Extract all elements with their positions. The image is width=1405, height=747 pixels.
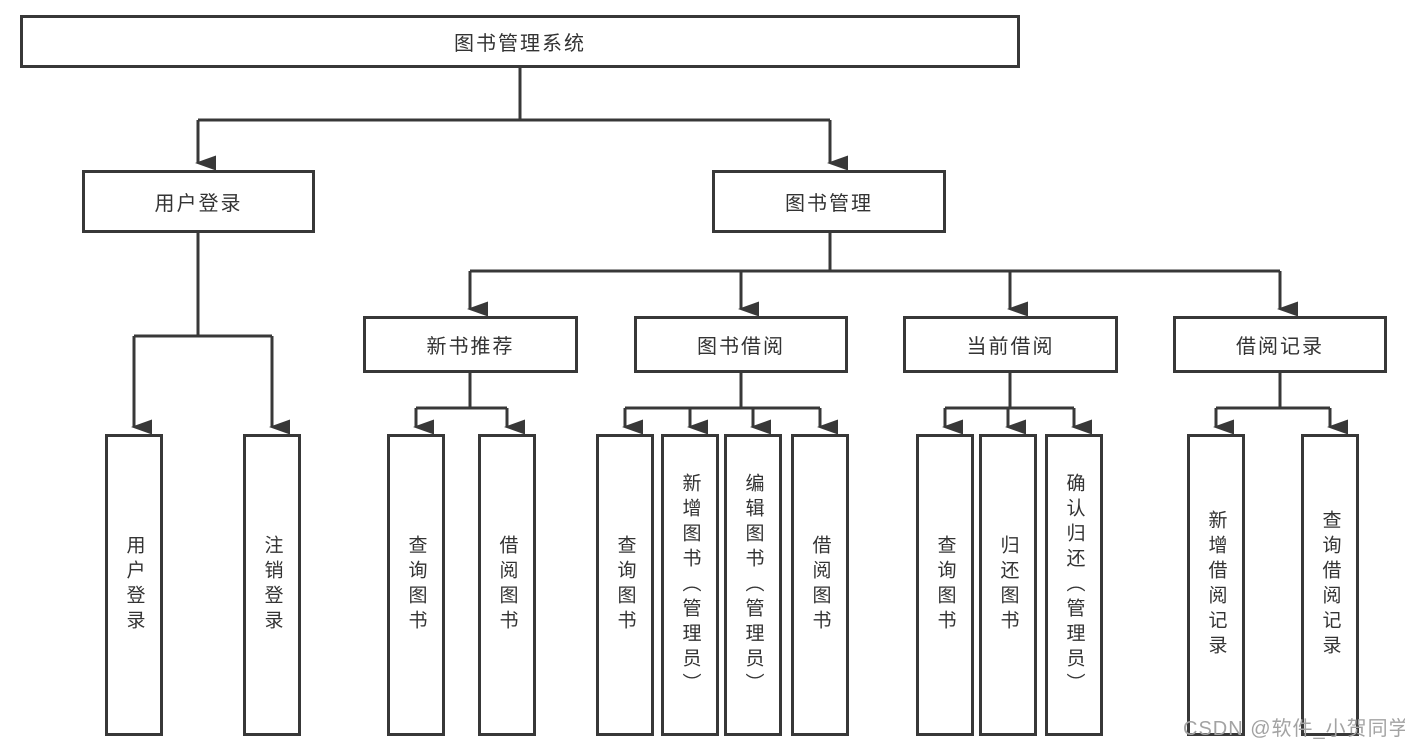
leaf-return-book-label: 归还图书 xyxy=(997,535,1019,635)
leaf-logout: 注销登录 xyxy=(243,434,301,736)
leaf-query-borrow-record: 查询借阅记录 xyxy=(1301,434,1359,736)
leaf-logout-label: 注销登录 xyxy=(261,535,283,635)
leaf-newrec-query-book: 查询图书 xyxy=(387,434,445,736)
leaf-current-query-book: 查询图书 xyxy=(916,434,974,736)
leaf-borrow-borrow-book-label: 借阅图书 xyxy=(809,535,831,635)
leaf-add-borrow-record-label: 新增借阅记录 xyxy=(1205,510,1227,660)
node-book-borrow: 图书借阅 xyxy=(634,316,848,373)
leaf-add-borrow-record: 新增借阅记录 xyxy=(1187,434,1245,736)
node-new-book-recommend: 新书推荐 xyxy=(363,316,578,373)
leaf-edit-book-admin-label: 编辑图书（管理员） xyxy=(742,472,764,698)
node-borrow-records: 借阅记录 xyxy=(1173,316,1387,373)
leaf-confirm-return-admin-label: 确认归还（管理员） xyxy=(1063,472,1085,698)
leaf-return-book: 归还图书 xyxy=(979,434,1037,736)
node-borrow-records-label: 借阅记录 xyxy=(1236,336,1324,358)
leaf-newrec-borrow-book-label: 借阅图书 xyxy=(496,535,518,635)
node-current-borrow-label: 当前借阅 xyxy=(966,336,1055,358)
node-book-management-label: 图书管理 xyxy=(785,193,873,215)
leaf-borrow-query-book-label: 查询图书 xyxy=(614,535,636,635)
leaf-newrec-query-book-label: 查询图书 xyxy=(405,535,427,635)
leaf-user-login-label: 用户登录 xyxy=(123,535,145,635)
node-root-label: 图书管理系统 xyxy=(454,33,586,55)
leaf-edit-book-admin: 编辑图书（管理员） xyxy=(724,434,782,736)
leaf-borrow-borrow-book: 借阅图书 xyxy=(791,434,849,736)
leaf-confirm-return-admin: 确认归还（管理员） xyxy=(1045,434,1103,736)
watermark: CSDN @软件_小贺同学 xyxy=(1183,718,1405,740)
node-current-borrow: 当前借阅 xyxy=(903,316,1118,373)
leaf-current-query-book-label: 查询图书 xyxy=(934,535,956,635)
leaf-newrec-borrow-book: 借阅图书 xyxy=(478,434,536,736)
leaf-borrow-query-book: 查询图书 xyxy=(596,434,654,736)
leaf-add-book-admin: 新增图书（管理员） xyxy=(661,434,719,736)
node-new-book-recommend-label: 新书推荐 xyxy=(426,336,515,358)
node-book-management: 图书管理 xyxy=(712,170,946,233)
leaf-query-borrow-record-label: 查询借阅记录 xyxy=(1319,510,1341,660)
connector-lines xyxy=(131,68,1348,435)
node-book-borrow-label: 图书借阅 xyxy=(697,336,785,358)
node-root: 图书管理系统 xyxy=(20,15,1020,68)
node-user-login: 用户登录 xyxy=(82,170,315,233)
leaf-user-login: 用户登录 xyxy=(105,434,163,736)
leaf-add-book-admin-label: 新增图书（管理员） xyxy=(679,472,701,698)
node-user-login-label: 用户登录 xyxy=(154,193,243,215)
